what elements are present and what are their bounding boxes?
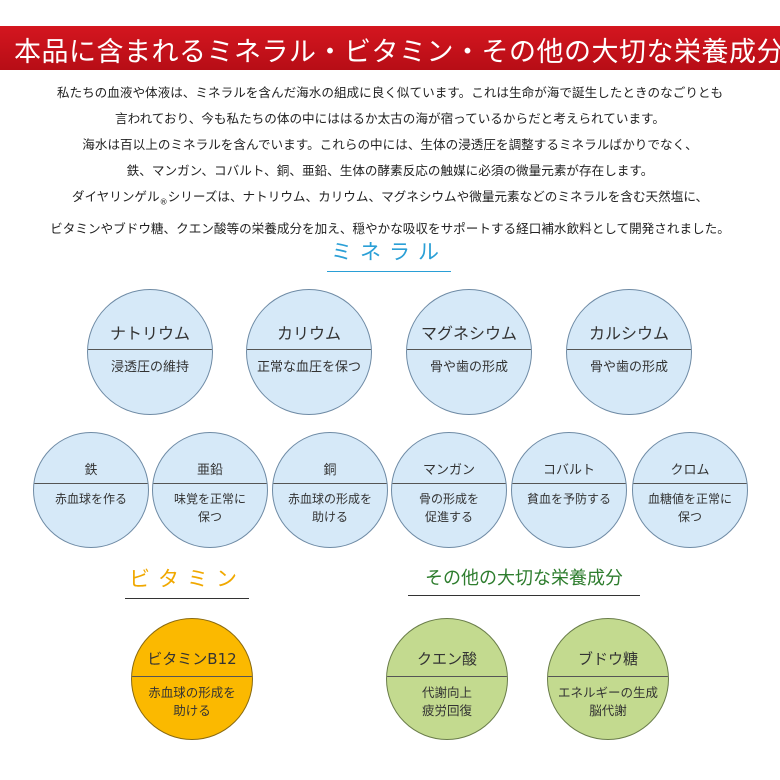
mineral-circle-chromium: クロム 血糖値を正常に 保つ (632, 432, 748, 548)
vitamins-heading: ビタミン (125, 563, 249, 599)
banner-title: 本品に含まれるミネラル・ビタミン・その他の大切な栄養成分 (14, 37, 780, 68)
mineral-circle-copper: 銅 赤血球の形成を 助ける (272, 432, 388, 548)
divider-line (273, 483, 387, 484)
intro-line: 海水は百以上のミネラルを含んでいます。これらの中には、生体の浸透圧を調整するミネ… (82, 137, 698, 152)
mineral-name: 鉄 (84, 463, 98, 478)
mineral-name: ナトリウム (109, 324, 190, 343)
mineral-name: マンガン (422, 463, 475, 478)
vitamin-circle-b12: ビタミンB12 赤血球の形成を 助ける (131, 618, 253, 740)
mineral-circle-zinc: 亜鉛 味覚を正常に 保つ (152, 432, 268, 548)
mineral-name: カルシウム (588, 324, 669, 343)
mineral-desc: 赤血球を作る (54, 492, 127, 506)
intro-line: ビタミンやブドウ糖、クエン酸等の栄養成分を加え、穏やかな吸収をサポートする経口補… (50, 220, 730, 236)
mineral-desc: 骨の形成を 促進する (418, 492, 479, 524)
divider-line (387, 676, 507, 677)
registered-mark: ® (159, 197, 168, 207)
mineral-desc: 貧血を予防する (526, 492, 611, 506)
vitamins-heading-text: ビタミン (129, 567, 245, 591)
divider-line (407, 349, 531, 350)
intro-text: 私たちの血液や体液は、ミネラルを含んだ海水の組成に良く似ています。これは生命が海… (0, 80, 780, 242)
mineral-desc: 血糖値を正常に 保つ (647, 492, 732, 524)
nutrient-desc: エネルギーの生成 脳代謝 (557, 685, 658, 718)
mineral-circle-calcium: カルシウム 骨や歯の形成 (566, 289, 692, 415)
divider-line (392, 483, 506, 484)
mineral-desc: 骨や歯の形成 (589, 360, 668, 375)
vitamin-desc: 赤血球の形成を 助ける (148, 685, 236, 718)
divider-line (548, 676, 668, 677)
mineral-name: 銅 (323, 463, 337, 478)
divider-line (567, 349, 691, 350)
mineral-circle-potassium: カリウム 正常な血圧を保つ (246, 289, 372, 415)
nutrient-name: ブドウ糖 (577, 650, 638, 668)
intro-line: 鉄、マンガン、コバルト、銅、亜鉛、生体の酵素反応の触媒に必須の微量元素が存在しま… (126, 163, 654, 178)
mineral-desc: 浸透圧の維持 (110, 360, 189, 375)
mineral-name: クロム (670, 463, 710, 478)
minerals-heading: ミネラル (327, 236, 451, 272)
divider-line (512, 483, 626, 484)
mineral-name: 亜鉛 (196, 463, 223, 478)
divider-line (247, 349, 371, 350)
mineral-circle-sodium: ナトリウム 浸透圧の維持 (87, 289, 213, 415)
mineral-circle-cobalt: コバルト 貧血を予防する (511, 432, 627, 548)
mineral-name: マグネシウム (420, 324, 517, 343)
intro-line: 私たちの血液や体液は、ミネラルを含んだ海水の組成に良く似ています。これは生命が海… (56, 85, 724, 100)
intro-line: 言われており、今も私たちの体の中にははるか太古の海が宿っているからだと考えられて… (115, 111, 665, 126)
nutrient-desc: 代謝向上 疲労回復 (421, 685, 472, 718)
nutrient-circle-glucose: ブドウ糖 エネルギーの生成 脳代謝 (547, 618, 669, 740)
others-heading-text: その他の大切な栄養成分 (425, 568, 623, 589)
divider-line (88, 349, 212, 350)
divider-line (132, 676, 252, 677)
divider-line (34, 483, 148, 484)
mineral-desc: 味覚を正常に 保つ (173, 492, 246, 524)
nutrient-circle-citric-acid: クエン酸 代謝向上 疲労回復 (386, 618, 508, 740)
minerals-heading-text: ミネラル (331, 240, 447, 264)
others-heading-underline (408, 595, 640, 596)
vitamins-heading-underline (125, 598, 249, 599)
mineral-desc: 骨や歯の形成 (429, 360, 508, 375)
mineral-circle-manganese: マンガン 骨の形成を 促進する (391, 432, 507, 548)
mineral-circle-iron: 鉄 赤血球を作る (33, 432, 149, 548)
intro-line: ダイヤリンゲル®シリーズは、ナトリウム、カリウム、マグネシウムや微量元素などのミ… (71, 189, 709, 207)
vitamin-name: ビタミンB12 (147, 650, 237, 668)
others-heading: その他の大切な栄養成分 (408, 564, 640, 596)
mineral-circle-magnesium: マグネシウム 骨や歯の形成 (406, 289, 532, 415)
mineral-desc: 正常な血圧を保つ (256, 360, 361, 375)
divider-line (633, 483, 747, 484)
mineral-desc: 赤血球の形成を 助ける (287, 492, 372, 524)
mineral-name: コバルト (542, 463, 595, 478)
title-banner: 本品に含まれるミネラル・ビタミン・その他の大切な栄養成分 (0, 26, 780, 70)
nutrient-name: クエン酸 (416, 650, 477, 668)
divider-line (153, 483, 267, 484)
mineral-name: カリウム (276, 324, 341, 343)
minerals-heading-underline (327, 271, 451, 272)
